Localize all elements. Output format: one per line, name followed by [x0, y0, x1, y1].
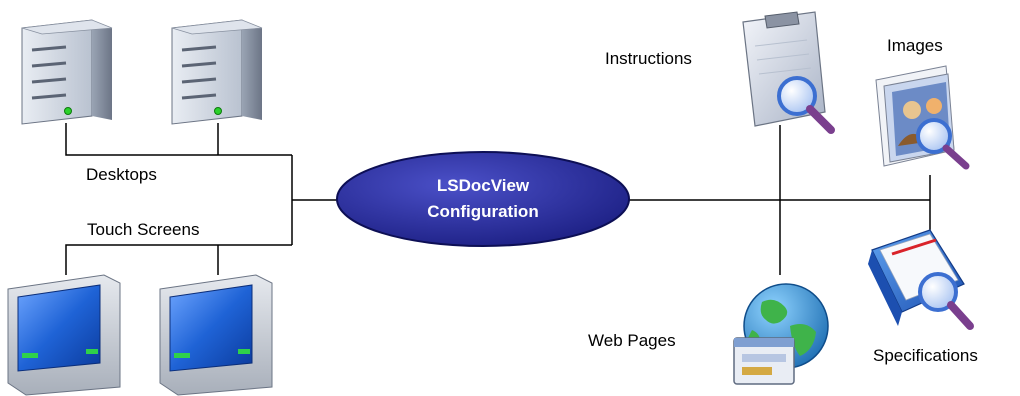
hub-title-line2: Configuration [427, 202, 538, 221]
hub-ellipse [336, 151, 630, 247]
connector-lines [65, 123, 931, 275]
left-trunk [291, 155, 338, 245]
monitor-icon [159, 274, 273, 396]
server-tower-icon [21, 19, 113, 125]
image-search-icon [875, 65, 970, 170]
label-touch-screens: Touch Screens [87, 220, 199, 239]
touch-screens-connector [65, 244, 292, 275]
desktops-connector [65, 123, 292, 156]
label-web-pages: Web Pages [588, 331, 676, 350]
server-tower-icon [171, 19, 263, 125]
folder-search-icon [868, 229, 974, 330]
hub-node: LSDocView Configuration [336, 151, 630, 247]
globe-web-icon [733, 283, 829, 385]
label-desktops: Desktops [86, 165, 157, 184]
label-specifications: Specifications [873, 346, 978, 365]
hub-title-line1: LSDocView [437, 176, 530, 195]
monitor-icon [7, 274, 121, 396]
clipboard-search-icon [742, 11, 835, 134]
label-images: Images [887, 36, 943, 55]
label-instructions: Instructions [605, 49, 692, 68]
